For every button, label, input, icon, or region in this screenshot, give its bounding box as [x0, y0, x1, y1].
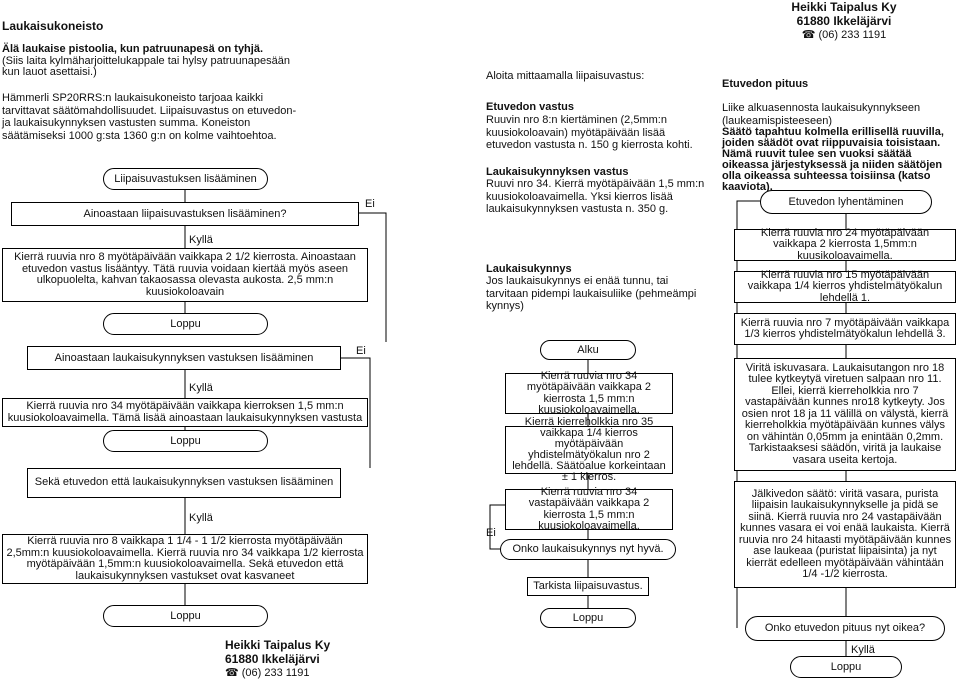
fc3-action: Kierrä ruuvia nro 8 vaikkapa 1 1/4 - 1 1… [2, 534, 368, 584]
fc-col3-yes-label: Kyllä [851, 644, 875, 656]
laukaisukynnys-title: Laukaisukynnys [486, 263, 572, 275]
fc-col3-step4: Viritä iskuvasara. Laukaisutangon nro 18… [734, 358, 956, 471]
etuvedon-vastus-text: Ruuvin nro 8:n kiertäminen (2,5mm:n kuus… [486, 114, 693, 151]
warning-note: (Siis laita kylmäharjoittelukappale tai … [2, 55, 290, 78]
etuvedon-pituus-text2: Säätö tapahtuu kolmella erillisellä ruuv… [722, 126, 944, 193]
fc1-question: Ainoastaan liipaisuvastuksen lisääminen? [11, 202, 359, 226]
fc2-no-label: Ei [356, 345, 366, 357]
fc-col3-step5: Jälkivedon säätö: viritä vasara, purista… [734, 481, 956, 588]
fc1-no-label: Ei [365, 198, 375, 210]
company-footer-name: Heikki Taipalus Ky [225, 638, 331, 652]
fc-col3-start: Etuvedon lyhentäminen [760, 190, 932, 214]
warning-text: Älä laukaise pistoolia, kun patruunapesä… [2, 43, 264, 55]
fc-col2-no-label: Ei [486, 527, 496, 539]
kynnys-vastus-title: Laukaisukynnyksen vastus [486, 166, 629, 178]
etuvedon-pituus-text1: Liike alkuasennosta laukaisukynnykseen (… [722, 102, 921, 127]
fc2-end: Loppu [103, 430, 268, 452]
fc2-action: Kierrä ruuvia nro 34 myötäpäivään vaikka… [2, 398, 368, 427]
company-phone: ☎ (06) 233 1191 [801, 29, 887, 41]
page-title: Laukaisukoneisto [2, 19, 104, 33]
fc-col2-check: Tarkista liipaisuvastus. [527, 577, 649, 596]
fc1-start: Liipaisuvastuksen lisääminen [103, 168, 268, 190]
company-footer-phone: ☎ (06) 233 1191 [225, 667, 310, 679]
fc-col2-start: Alku [540, 340, 636, 360]
fc-col2-step3: Kierrä ruuvia nro 34 vastapäivään vaikka… [505, 486, 673, 532]
fc-col3-step1: Kierrä ruuvia nro 24 myötäpäivään vaikka… [734, 227, 956, 261]
company-footer-city: 61880 Ikkeläjärvi [225, 652, 320, 666]
laukaisukynnys-text: Jos laukaisukynnys ei enää tunnu, tai ta… [486, 275, 697, 312]
fc1-end: Loppu [103, 313, 268, 335]
fc2-question: Ainoastaan laukaisukynnyksen vastuksen l… [27, 346, 341, 370]
col2-intro: Aloita mittaamalla liipaisuvastus: [486, 70, 645, 82]
fc-col2-end: Loppu [540, 608, 636, 628]
fc-col2-step2: Kierrä kierreholkkia nro 35 vaikkapa 1/4… [505, 417, 673, 483]
fc3-end: Loppu [103, 605, 268, 627]
kynnys-vastus-text: Ruuvi nro 34. Kierrä myötäpäivään 1,5 mm… [486, 178, 705, 215]
fc1-yes-label: Kyllä [189, 234, 213, 246]
company-city: 61880 Ikkeläjärvi [796, 14, 892, 28]
fc1-action: Kierrä ruuvia nro 8 myötäpäivään vaikkap… [2, 248, 368, 302]
fc-col3-step2: Kierrä ruuvia nro 15 myötäpäivään vaikka… [734, 269, 956, 303]
fc-col2-question: Onko laukaisukynnys nyt hyvä. [500, 539, 676, 560]
etuvedon-pituus-title: Etuvedon pituus [722, 78, 809, 90]
company-header: Heikki Taipalus Ky 61880 Ikkeläjärvi ☎ (… [728, 0, 960, 42]
fc-col3-end: Loppu [790, 656, 902, 678]
etuvedon-vastus-title: Etuvedon vastus [486, 101, 575, 113]
fc3-yes-label: Kyllä [189, 512, 213, 524]
fc2-yes-label: Kyllä [189, 382, 213, 394]
fc-col2-step1: Kierrä ruuvia nro 34 myötäpäivään vaikka… [505, 370, 673, 416]
fc-col3-step3: Kierrä ruuvia nro 7 myötäpäivään vaikkap… [734, 313, 956, 345]
intro-text: Hämmerli SP20RRS:n laukaisukoneisto tarj… [2, 92, 297, 142]
company-name: Heikki Taipalus Ky [791, 0, 897, 14]
fc3-question: Sekä etuvedon että laukaisukynnyksen vas… [27, 468, 341, 498]
company-footer: Heikki Taipalus Ky 61880 Ikkeläjärvi ☎ (… [225, 638, 365, 680]
fc-col3-question: Onko etuvedon pituus nyt oikea? [745, 616, 945, 641]
